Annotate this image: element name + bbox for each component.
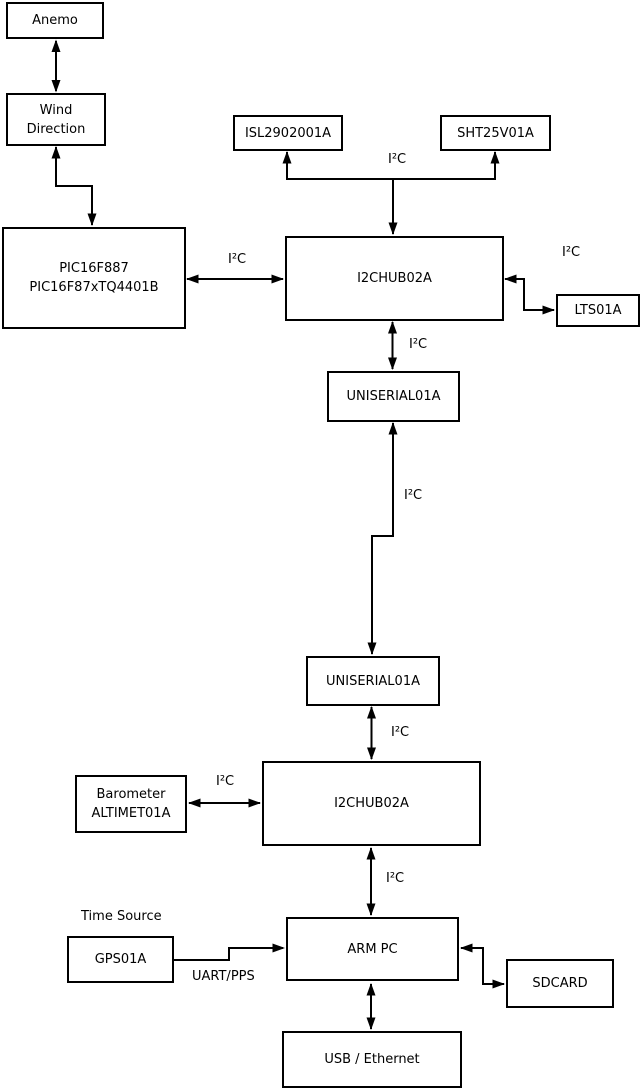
edge-label-i2c-pic-hub1: I²C (228, 252, 247, 267)
node-sdcard: SDCARD (506, 959, 614, 1008)
node-anemo: Anemo (6, 2, 104, 39)
node-barometer-altimet01a: Barometer ALTIMET01A (75, 775, 187, 833)
edge-label-i2c-lts: I²C (562, 245, 581, 260)
edge-gps-armpc (174, 943, 285, 961)
node-pic16f887: PIC16F887 PIC16F87xTQ4401B (2, 227, 186, 329)
edge-hub1-sensors (282, 151, 500, 235)
edge-anemo-wind (51, 39, 61, 93)
node-arm-pc: ARM PC (286, 917, 459, 981)
edge-label-i2c-uniserial2-hub2: I²C (391, 725, 410, 740)
edge-barometer-hub2 (188, 798, 261, 808)
node-i2chub02a-bottom: I2CHUB02A (262, 761, 481, 846)
annotation-time-source: Time Source (81, 909, 162, 924)
edge-label-uart-pps: UART/PPS (192, 969, 255, 984)
edge-wind-pic (51, 146, 97, 226)
node-isl2902001a: ISL2902001A (233, 115, 343, 151)
node-wind-direction: Wind Direction (6, 93, 106, 146)
node-sht25v01a: SHT25V01A (440, 115, 551, 151)
edge-label-i2c-hub1-uniserial1: I²C (409, 337, 428, 352)
edge-label-i2c-sensors: I²C (388, 152, 407, 167)
edge-label-i2c-uniserial-link: I²C (404, 488, 423, 503)
node-i2chub02a-top: I2CHUB02A (285, 236, 504, 321)
edge-hub1-uniserial1 (388, 321, 397, 370)
edge-hub2-armpc (366, 847, 376, 916)
node-lts01a: LTS01A (556, 294, 640, 327)
edge-label-i2c-barometer: I²C (216, 774, 235, 789)
node-gps01a: GPS01A (67, 936, 174, 983)
node-uniserial01a-lower: UNISERIAL01A (306, 656, 440, 706)
node-usb-ethernet: USB / Ethernet (282, 1031, 462, 1088)
node-uniserial01a-upper: UNISERIAL01A (327, 371, 460, 422)
edge-armpc-sdcard (460, 943, 505, 989)
edge-hub1-lts (504, 274, 555, 315)
edge-pic-hub1 (186, 274, 284, 284)
edge-uniserial-link (367, 422, 398, 655)
edge-armpc-usb (366, 983, 376, 1030)
edge-label-i2c-hub2-armpc: I²C (386, 871, 405, 886)
edge-uniserial2-hub2 (367, 706, 376, 760)
